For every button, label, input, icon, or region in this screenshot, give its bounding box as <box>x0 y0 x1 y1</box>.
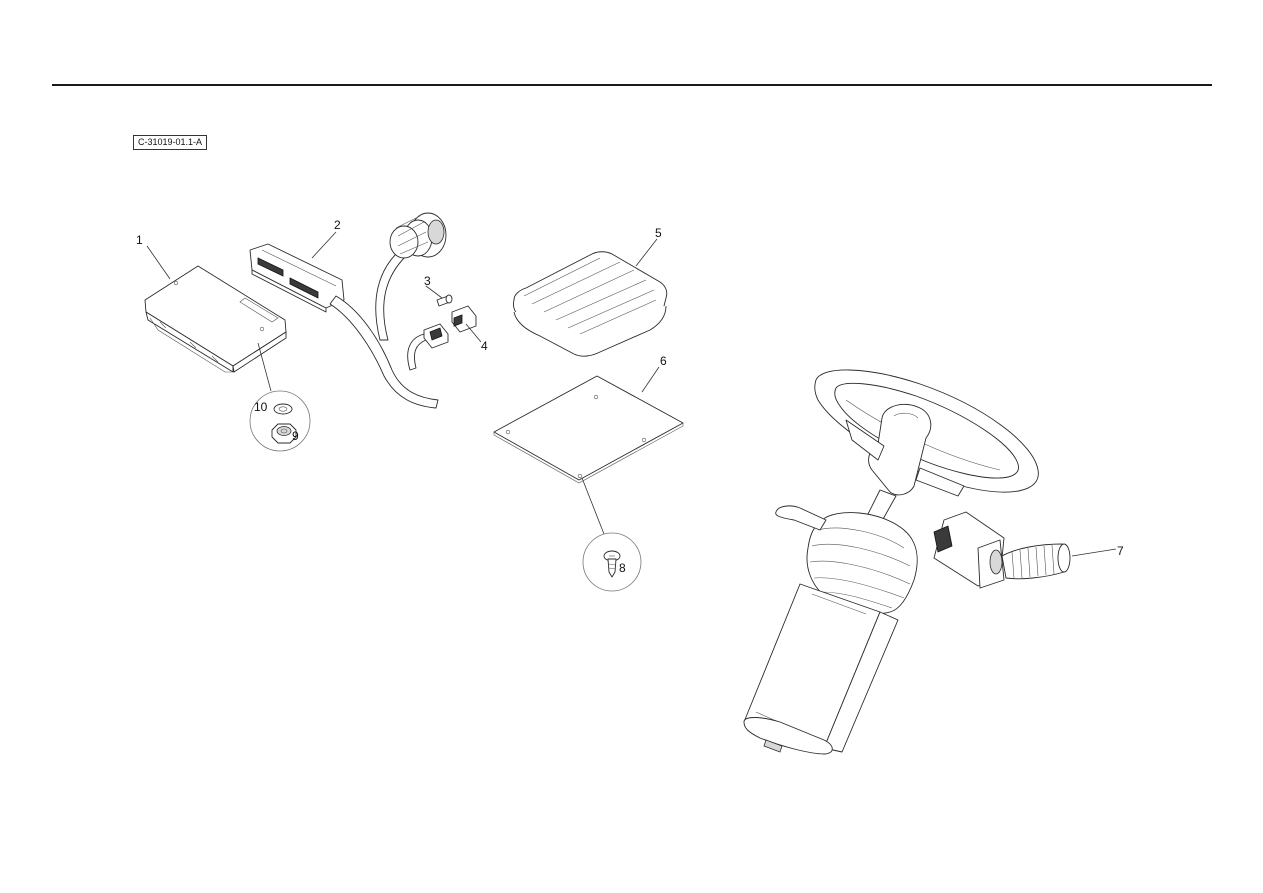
callout-6: 6 <box>660 354 667 368</box>
detail-circle-screw <box>582 532 642 592</box>
callout-7: 7 <box>1117 544 1124 558</box>
column-switch <box>933 511 1071 589</box>
callout-8: 8 <box>619 561 626 575</box>
callout-2: 2 <box>334 218 341 232</box>
leader-lines <box>146 231 1117 557</box>
part-2-harness-connector <box>249 212 447 409</box>
part-5-pedal-pad <box>513 251 668 357</box>
part-7-steering-column <box>743 369 1071 755</box>
callout-9: 9 <box>292 429 299 443</box>
part-9-nut <box>271 423 297 444</box>
figure-id-label: C-31019-01.1-A <box>133 135 208 150</box>
callout-3: 3 <box>424 274 431 288</box>
part-8-screw <box>603 550 621 578</box>
part-4-small-connector <box>423 305 477 349</box>
part-1-control-module <box>144 265 287 373</box>
header-rule <box>52 84 1212 86</box>
callout-1: 1 <box>136 233 143 247</box>
part-10-washer <box>273 403 293 415</box>
callout-4: 4 <box>481 339 488 353</box>
callout-10: 10 <box>254 400 268 414</box>
detail-circle-nut-washer <box>249 390 311 452</box>
part-6-plate <box>493 375 684 484</box>
callout-5: 5 <box>655 226 662 240</box>
part-3-pin <box>436 294 453 307</box>
round-connector <box>389 212 447 259</box>
